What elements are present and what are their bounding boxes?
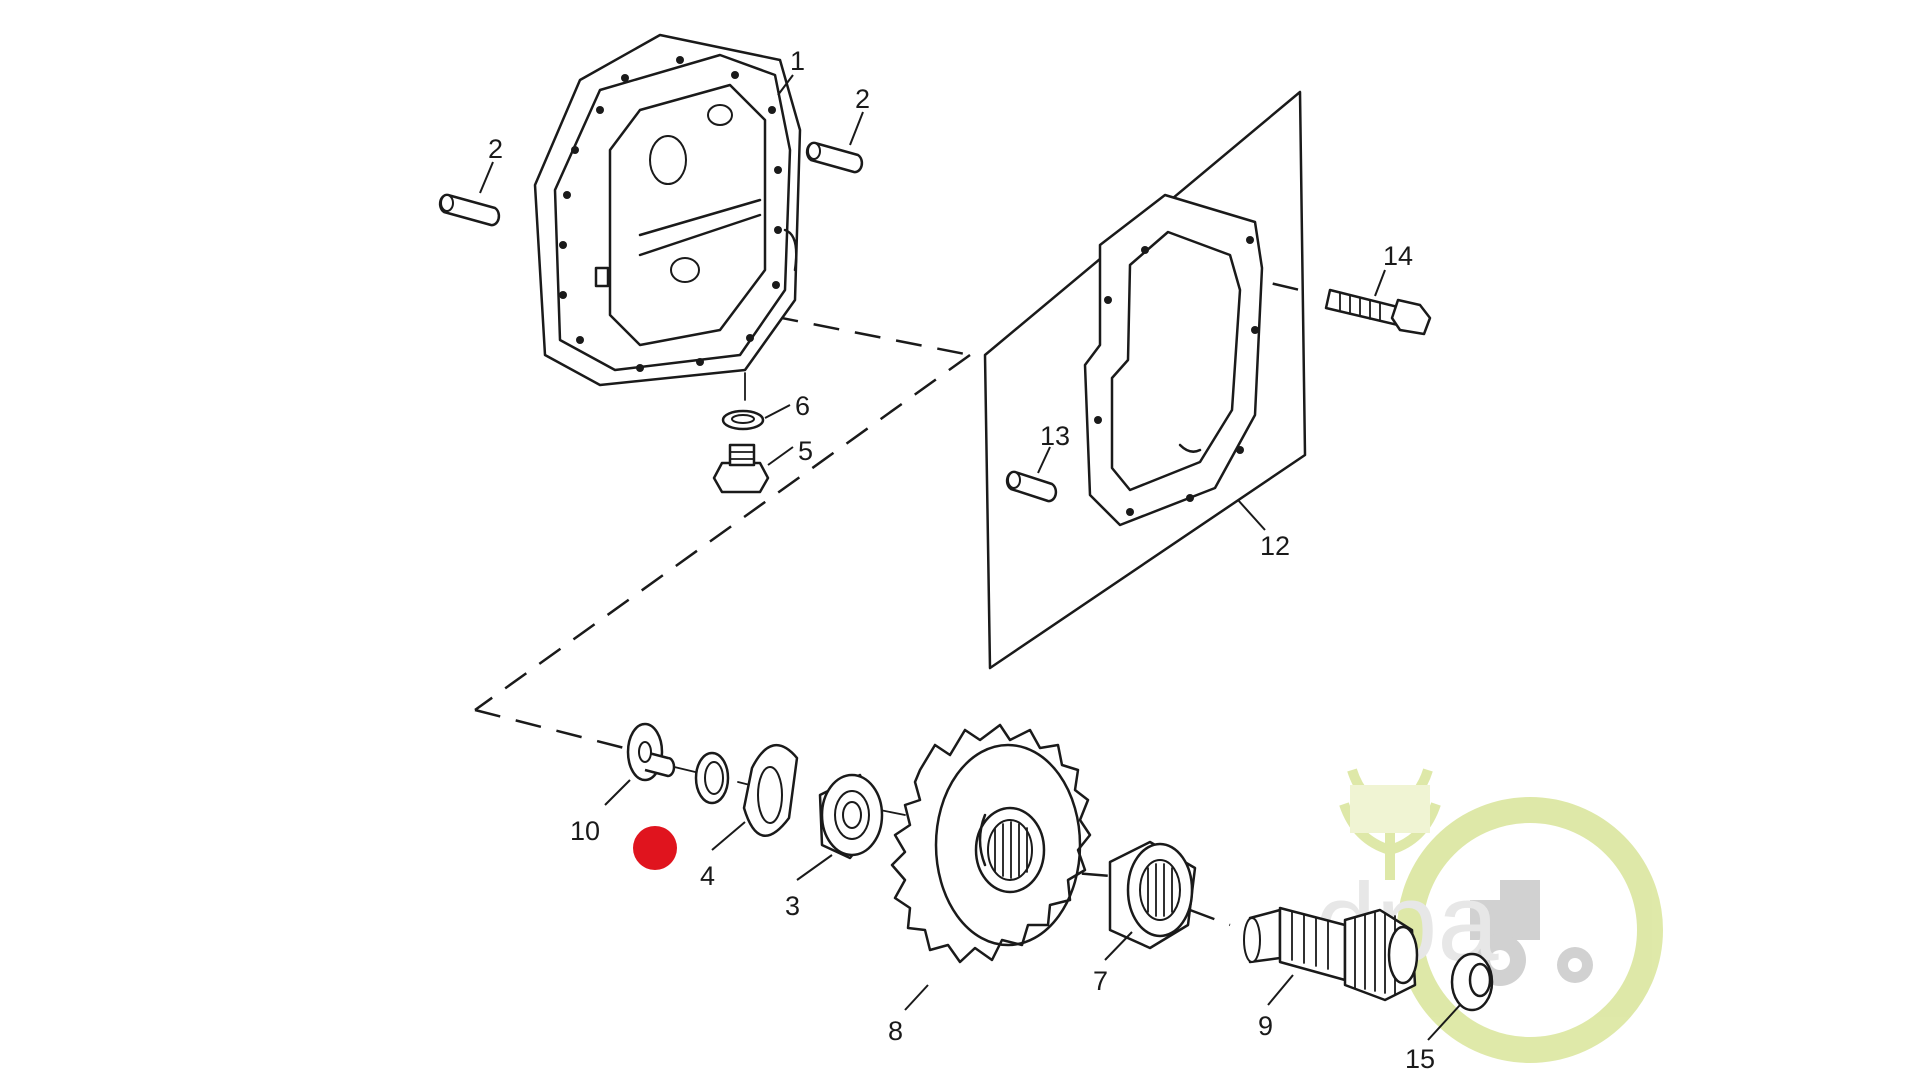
callout-10: 10 [570, 816, 600, 846]
needle-bearing [1108, 840, 1197, 950]
watermark-logo: dpa [1315, 768, 1663, 1063]
callout-1: 1 [790, 46, 805, 76]
spur-gear [890, 723, 1092, 964]
callout-14: 14 [1383, 241, 1413, 271]
callout-6: 6 [795, 391, 810, 421]
gasket-bolt-holes [1094, 236, 1259, 516]
leader-lines [479, 74, 1461, 1041]
callout-2-left: 2 [488, 134, 503, 164]
dowel-pin-left [438, 193, 501, 227]
callout-9: 9 [1258, 1011, 1273, 1041]
housing-cover [533, 33, 802, 387]
drain-plug [712, 443, 770, 494]
ball-bearing [818, 773, 884, 860]
tractor-icon [1470, 880, 1593, 986]
callout-4: 4 [700, 861, 715, 891]
callout-3: 3 [785, 891, 800, 921]
thrust-washer-10 [626, 722, 676, 782]
callout-5: 5 [798, 436, 813, 466]
callout-2-right: 2 [855, 84, 870, 114]
sealing-washer [721, 409, 765, 431]
snap-ring [694, 751, 730, 805]
callout-labels: 1 2 2 6 5 14 13 12 10 4 3 8 7 9 15 [488, 46, 1435, 1074]
callout-12: 12 [1260, 531, 1290, 561]
dowel-pin-right [805, 141, 864, 174]
dowel-pin-gasket [1005, 470, 1058, 503]
callout-7: 7 [1093, 966, 1108, 996]
highlight-marker [633, 826, 677, 870]
callout-15: 15 [1405, 1044, 1435, 1074]
callout-8: 8 [888, 1016, 903, 1046]
gasket-panel [983, 90, 1307, 670]
cap-screw [1324, 288, 1432, 336]
callout-13: 13 [1040, 421, 1070, 451]
flanged-washer [1450, 952, 1494, 1012]
pinion-shaft [1243, 906, 1419, 1002]
wheat-icon [1339, 768, 1441, 880]
spacer-ring [742, 743, 799, 837]
housing-bolt-holes [559, 56, 782, 372]
